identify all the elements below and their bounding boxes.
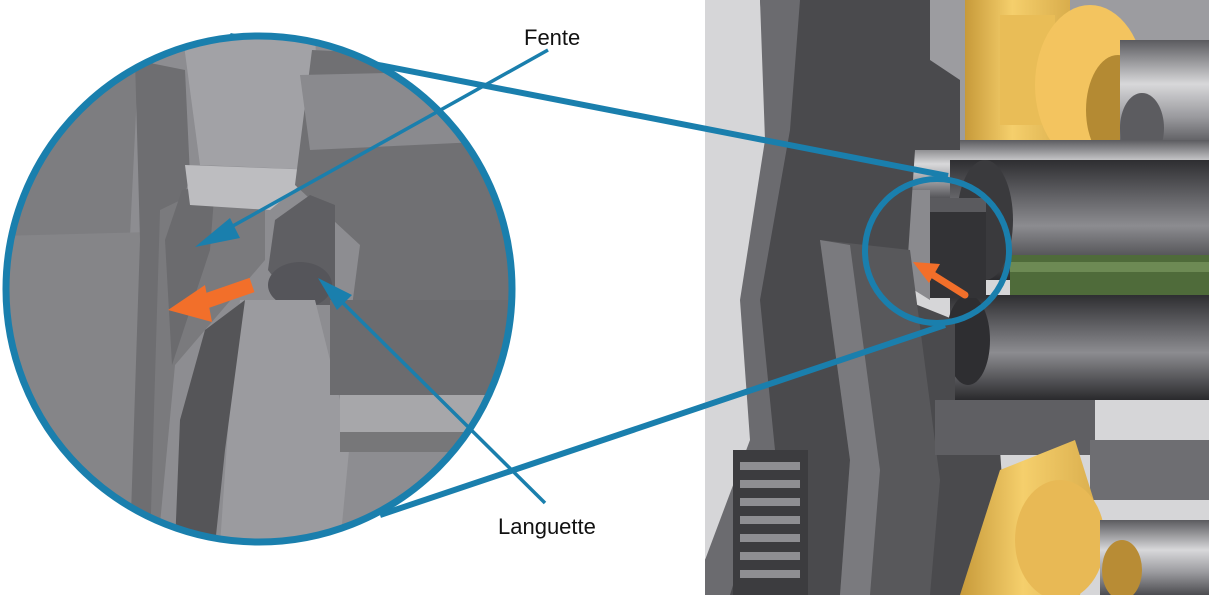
printer-mechanism	[705, 0, 1209, 595]
zoom-circle-border	[2, 32, 516, 546]
languette-leader-arrow	[318, 278, 547, 505]
arrow-left-icon	[168, 277, 255, 322]
slot-label: Fente	[524, 25, 581, 50]
top-spindle-gear	[965, 0, 1209, 165]
zoom-source-circle	[862, 176, 1012, 326]
bottom-spindle-gear	[960, 440, 1209, 595]
side-frame	[705, 0, 1209, 595]
arrow-left-icon	[913, 262, 969, 299]
tab-label: Languette	[498, 514, 596, 539]
platen-roller	[910, 140, 1209, 400]
drive-gear	[733, 450, 808, 595]
fente-leader-arrow	[195, 48, 549, 247]
